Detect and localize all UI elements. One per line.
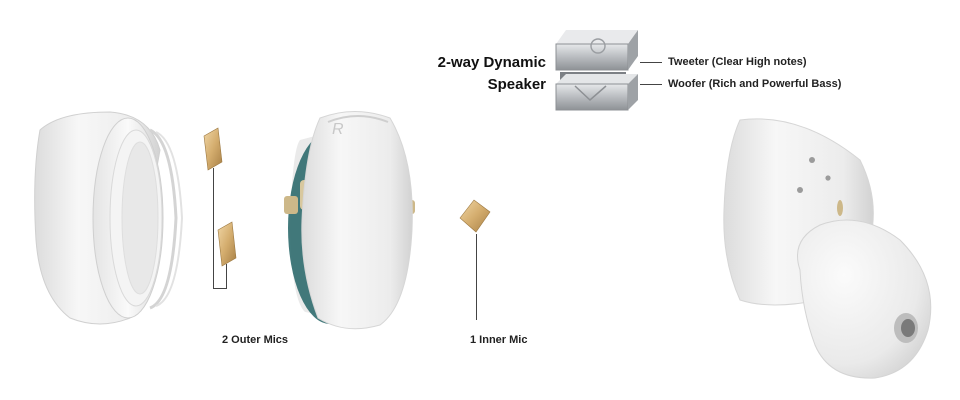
leader-line-outer-mics-join	[226, 264, 227, 289]
leader-line-outer-mics-vertical	[213, 168, 214, 288]
speaker-title-line1: 2-way Dynamic	[437, 54, 546, 71]
tweeter-label: Tweeter (Clear High notes)	[668, 56, 807, 68]
leader-line-tweeter	[640, 62, 662, 63]
outer-mics-label: 2 Outer Mics	[222, 334, 289, 346]
main-body	[284, 111, 415, 330]
svg-text:R: R	[332, 121, 344, 138]
speaker-title-line2: Speaker	[487, 76, 546, 93]
leader-line-inner-mic	[476, 234, 477, 320]
r-logo-icon: R	[332, 121, 344, 138]
leader-line-woofer	[640, 84, 662, 85]
inner-mic-label: 1 Inner Mic	[470, 334, 528, 346]
outer-mic-bottom	[217, 221, 237, 267]
woofer-label: Woofer (Rich and Powerful Bass)	[668, 78, 842, 90]
assembled-earbud	[723, 118, 932, 379]
inner-mic	[459, 199, 491, 233]
outer-shell	[34, 111, 184, 325]
speaker-module	[555, 30, 638, 111]
outer-mic-top	[203, 127, 223, 171]
leader-line-outer-mics-horizontal	[213, 288, 227, 289]
